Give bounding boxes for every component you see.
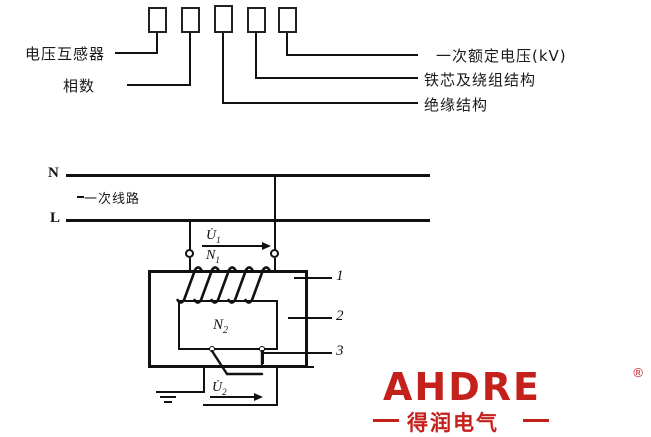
primary-bus-n [66, 174, 430, 177]
secondary-output-bottom [203, 404, 278, 406]
code-box-4[interactable] [247, 7, 266, 33]
secondary-output-wire [276, 366, 278, 406]
primary-turns-letter: N [206, 248, 216, 263]
secondary-turns-symbol: N2 [213, 317, 228, 336]
net-label-l: L [50, 210, 61, 226]
drop-wire-n-to-terminal [274, 174, 276, 254]
leader-line-box3-horizontal [222, 102, 418, 104]
secondary-to-callout3-link [262, 352, 308, 354]
primary-voltage-arrow-head [262, 242, 271, 250]
label-primary-line: 一次线路 [84, 192, 141, 207]
brand-chinese-name: 得润电气 [407, 411, 499, 435]
leader-line-box4-horizontal [255, 77, 418, 79]
secondary-bottom-return [148, 366, 314, 368]
code-box-5[interactable] [278, 7, 297, 33]
primary-turns-symbol: N1 [206, 248, 220, 265]
callout-3-leader [294, 352, 332, 354]
ground-lead-horizontal [168, 391, 205, 393]
lead-right-terminal-to-winding [274, 258, 276, 272]
callout-1-label: 1 [336, 268, 344, 284]
leader-line-box4-vertical [255, 33, 257, 78]
callout-2-leader [288, 317, 332, 319]
code-box-2[interactable] [181, 7, 200, 33]
code-box-3[interactable] [214, 5, 233, 33]
label-core-and-winding-structure: 铁芯及绕组结构 [424, 71, 537, 89]
secondary-voltage-arrow-head [254, 393, 263, 401]
label-voltage-transformer: 电压互感器 [25, 45, 106, 63]
leader-line-box2-horizontal [127, 84, 191, 86]
primary-line-label-dash [77, 196, 84, 198]
code-box-1[interactable] [148, 7, 167, 33]
ground-bar-3 [164, 401, 172, 403]
ground-bar-2 [160, 396, 176, 398]
label-phase-count: 相数 [63, 77, 96, 95]
secondary-voltage-symbol: U̇2 [212, 380, 227, 397]
brand-wordmark: AHDRE [383, 365, 541, 409]
leader-line-box5-vertical [286, 33, 288, 55]
net-label-n: N [48, 165, 59, 181]
primary-voltage-arrow-line [202, 245, 264, 247]
secondary-voltage-arrow-line [210, 396, 256, 398]
primary-voltage-letter: U̇ [206, 228, 217, 243]
primary-terminal-left[interactable] [185, 249, 194, 258]
brand-rule-right [523, 419, 549, 422]
lead-left-terminal-to-winding [189, 258, 191, 272]
primary-winding-coil [176, 266, 271, 304]
leader-line-box2-vertical [189, 33, 191, 85]
brand-rule-left [373, 419, 399, 422]
leader-line-box3-vertical [222, 33, 224, 103]
registered-trademark-icon: ® [633, 365, 643, 380]
primary-voltage-symbol: U̇1 [206, 228, 221, 245]
callout-3-label: 3 [336, 343, 344, 359]
leader-line-box1-horizontal [115, 52, 158, 54]
label-primary-rated-voltage: 一次额定电压(kV) [436, 47, 567, 65]
drop-wire-l-to-terminal [189, 219, 191, 254]
secondary-voltage-letter: U̇ [212, 380, 223, 395]
secondary-turns-subscript: 2 [223, 325, 229, 336]
primary-bus-l [66, 219, 430, 222]
secondary-turns-letter: N [213, 317, 224, 333]
secondary-voltage-subscript: 2 [222, 386, 227, 397]
brand-watermark: AHDRE ® 得润电气 [365, 365, 645, 435]
secondary-right-rail [262, 350, 264, 364]
secondary-output-lead [210, 350, 264, 376]
label-insulation-structure: 绝缘结构 [424, 96, 489, 114]
primary-voltage-subscript: 1 [216, 234, 221, 245]
leader-line-box1-vertical [156, 33, 158, 53]
primary-turns-subscript: 1 [215, 254, 220, 265]
primary-terminal-right[interactable] [270, 249, 279, 258]
callout-1-leader [294, 277, 332, 279]
ground-bar-1 [156, 391, 180, 393]
leader-line-box5-horizontal [286, 54, 418, 56]
callout-2-label: 2 [336, 308, 344, 324]
ground-branch-wire [203, 366, 205, 392]
